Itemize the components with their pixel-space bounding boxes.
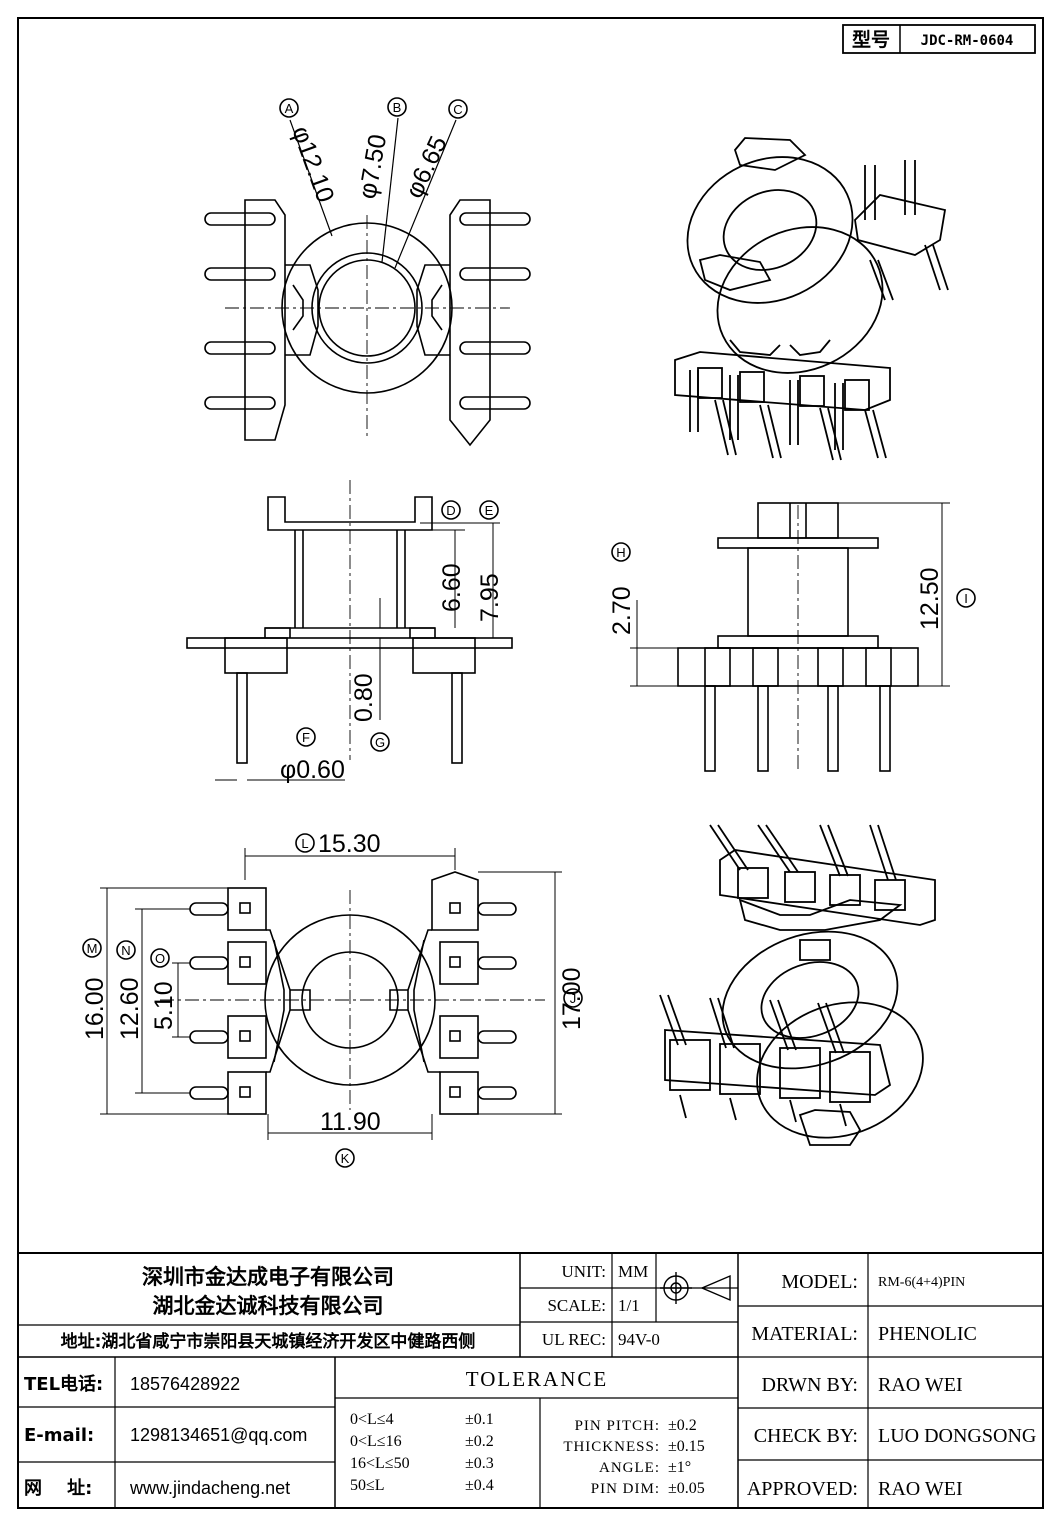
dim-g: 0.80 [350,673,378,722]
model-value: RM-6(4+4)PIN [878,1275,965,1290]
check-by-value: LUO DONGSONG [878,1425,1036,1447]
tol-range-4: 50≤L [350,1477,385,1494]
tol-range-2: 0<L≤16 [350,1433,402,1450]
web-label: 网 址: [24,1478,92,1499]
dim-e: 7.95 [476,573,504,622]
model-label: MODEL: [781,1271,858,1293]
tol-value-2: ±0.2 [465,1433,494,1450]
tol-value-1: ±0.1 [465,1411,494,1428]
model-box-value: JDC-RM-0604 [921,33,1014,49]
callout-a: A [285,101,294,116]
callout-m: M [87,941,98,956]
callout-k: K [341,1151,350,1166]
callout-c: C [453,102,462,117]
tel-value: 18576428922 [130,1374,240,1394]
drawn-by-value: RAO WEI [878,1374,963,1396]
email-value: 1298134651@qq.com [130,1425,307,1445]
ulrec-value: 94V-0 [618,1330,660,1349]
check-by-label: CHECK BY: [754,1425,858,1447]
drawn-by-label: DRWN BY: [761,1374,858,1396]
isometric-view-bottom [659,824,936,1146]
callout-n: N [121,943,130,958]
callout-e: E [485,503,494,518]
dim-b: φ7.50 [353,132,392,201]
dim-n: 12.60 [116,977,144,1040]
front-view-labels: D E 6.60 7.95 F G φ0.60 0.80 [280,500,504,784]
angle-label: ANGLE: [599,1460,660,1476]
title-block [18,1252,1043,1508]
thickness-value: ±0.15 [668,1438,705,1455]
pin-dim-label: PIN DIM: [591,1481,660,1497]
dim-f: φ0.60 [280,756,345,784]
web-value: www.jindacheng.net [129,1478,290,1498]
material-label: MATERIAL: [751,1323,858,1345]
top-view-labels: A B C φ12.10 φ7.50 φ6.65 [279,97,468,206]
side-view-labels: H 2.70 12.50 I [608,542,976,635]
front-view [186,480,513,781]
company-name-1: 深圳市金达成电子有限公司 [142,1265,394,1289]
pin-pitch-label: PIN PITCH: [575,1418,660,1434]
sheet-border [17,17,1044,1509]
callout-b: B [393,100,402,115]
top-view [204,117,531,447]
callout-l: L [301,836,308,851]
projection-symbol [660,1272,731,1304]
tol-value-3: ±0.3 [465,1455,494,1472]
callout-g: G [375,735,385,750]
tol-value-4: ±0.4 [465,1477,494,1494]
approved-value: RAO WEI [878,1478,963,1500]
callout-h: H [616,545,625,560]
callout-o: O [155,951,165,966]
callout-i: I [964,591,968,606]
model-box-label: 型号 [852,28,890,51]
bottom-view-labels: L 15.30 11.90 K 17.00 J 16.00 M 12.60 N … [81,830,586,1168]
unit-label: UNIT: [562,1262,606,1281]
pin-dim-value: ±0.05 [668,1480,705,1497]
model-box: 型号 JDC-RM-0604 [842,24,1036,54]
title-block-text: 深圳市金达成电子有限公司 湖北金达诚科技有限公司 地址:湖北省咸宁市崇阳县天城镇… [24,1262,1036,1500]
tolerance-title: TOLERANCE [466,1367,608,1391]
company-address: 地址:湖北省咸宁市崇阳县天城镇经济开发区中健路西侧 [61,1331,476,1352]
tel-label: TEL电话: [24,1373,103,1395]
ulrec-label: UL REC: [542,1330,606,1349]
dim-m: 16.00 [81,977,109,1040]
isometric-view-top [674,137,949,461]
unit-value: MM [618,1262,648,1281]
email-label: E-mail: [24,1425,94,1446]
side-view [630,502,950,772]
material-value: PHENOLIC [878,1323,977,1345]
approved-label: APPROVED: [747,1478,858,1500]
dim-a: φ12.10 [286,122,339,206]
dim-i: 12.50 [916,567,944,630]
thickness-label: THICKNESS: [563,1439,660,1455]
bottom-view [100,848,562,1140]
callout-d: D [446,503,455,518]
pin-pitch-value: ±0.2 [668,1417,697,1434]
callout-f: F [302,730,310,745]
dim-o: 5.10 [150,981,178,1030]
dim-l: 15.30 [318,830,381,858]
company-name-2: 湖北金达诚科技有限公司 [153,1294,384,1318]
dim-c: φ6.65 [400,132,453,203]
tol-range-3: 16<L≤50 [350,1455,410,1472]
tol-range-1: 0<L≤4 [350,1411,394,1428]
dim-h: 2.70 [608,586,636,635]
scale-label: SCALE: [547,1296,606,1315]
dim-k: 11.90 [320,1108,381,1136]
scale-value: 1/1 [618,1296,640,1315]
dim-d: 6.60 [438,563,466,612]
callout-j: J [570,991,577,1006]
angle-value: ±1° [668,1459,691,1476]
